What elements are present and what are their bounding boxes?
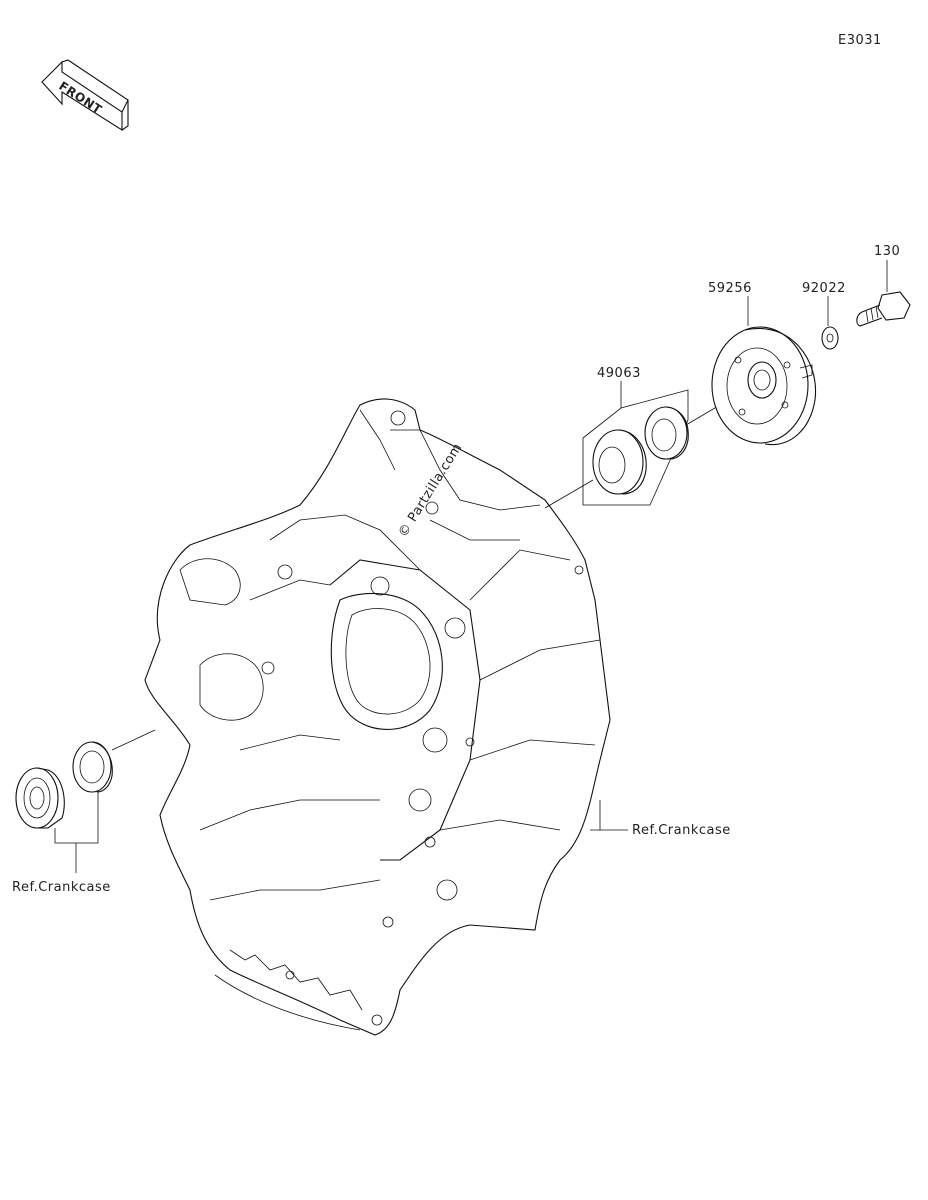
washer-icon [821,326,839,350]
ref-crankcase-left-label: Ref.Crankcase [12,880,111,895]
bearing-icon [15,767,65,829]
front-arrow-icon: FRONT [41,59,129,131]
part-59256-label: 59256 [708,281,752,296]
watermark: © Partzilla.com [396,441,466,540]
ref-bracket-left [54,790,99,844]
leader-line [544,479,594,509]
oil-seal-icon [72,741,113,793]
part-49063-box [582,389,689,506]
diagram-code: E3031 [838,33,882,48]
ref-crankcase-right-label: Ref.Crankcase [632,823,731,838]
oil-seal-small-icon [644,406,689,460]
pump-cover-icon [711,326,817,446]
part-130-label: 130 [874,244,900,259]
leader-line [111,729,156,751]
crankcase-illustration [144,398,611,1036]
leader-line [685,404,721,426]
part-92022-label: 92022 [802,281,846,296]
oil-seal-large-icon [592,429,647,495]
part-49063-label: 49063 [597,366,641,381]
bolt-icon [856,291,911,327]
